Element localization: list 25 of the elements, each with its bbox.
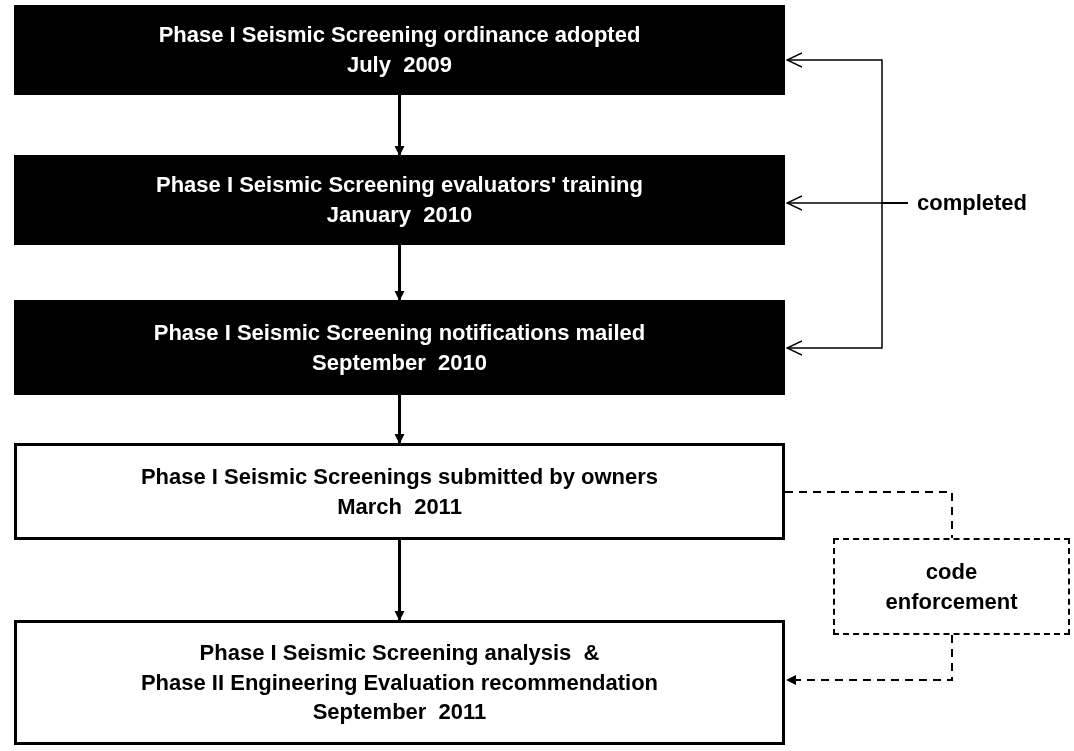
node-text: September 2010 [312,348,487,377]
process-box [14,443,785,540]
node-text: Phase II Engineering Evaluation recommendation [140,668,659,697]
arrow [394,540,405,621]
node-text: March 2011 [337,492,462,521]
node-text: Phase I Seismic Screening analysis & [199,638,600,667]
node-text: July 2009 [346,51,453,79]
node-text: code enforcement [884,557,1019,616]
dashed-process-box [833,538,1070,635]
node-text: Phase I Seismic Screening notifications mailed [153,318,646,347]
node-text: Phase I Seismic Screenings submitted by owners [140,462,659,491]
process-box [14,300,785,395]
process-box [14,5,785,95]
dashed-arrow [786,634,953,685]
arrow [786,202,909,356]
node-text: January 2010 [326,201,473,229]
arrow [394,395,405,444]
node-text: Phase I Seismic Screening ordinance adopted [158,21,641,50]
node-text: completed [917,189,1027,218]
node-text: Phase I Seismic Screening evaluators' training [156,171,643,200]
arrow [394,245,405,301]
arrow [394,95,405,156]
node-text: September 2011 [312,698,487,727]
process-box [14,620,785,745]
process-box [14,155,785,245]
